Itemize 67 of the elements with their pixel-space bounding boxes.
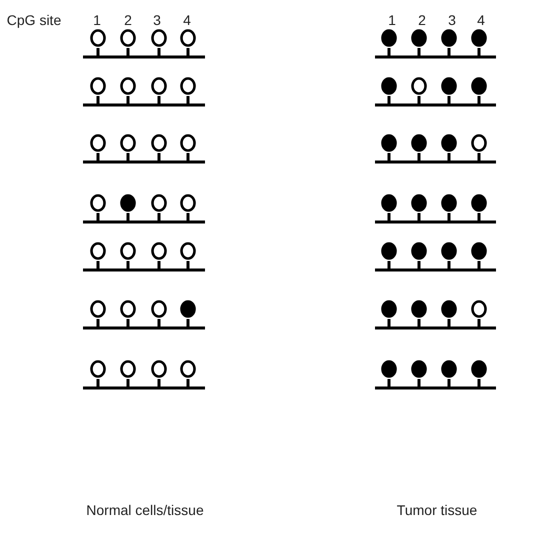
unmethylated-site-circle xyxy=(119,359,137,379)
methylated-site-dot xyxy=(440,133,458,153)
unmethylated-site-circle xyxy=(150,193,168,213)
site-number: 2 xyxy=(124,12,132,28)
unmethylated-site-circle xyxy=(470,133,488,153)
unmethylated-site-circle xyxy=(150,299,168,319)
unmethylated-site-circle xyxy=(150,359,168,379)
unmethylated-site-circle xyxy=(89,28,107,48)
methylated-site-dot xyxy=(470,359,488,379)
unmethylated-site-circle xyxy=(150,241,168,261)
methylated-site-dot xyxy=(440,299,458,319)
site-number: 2 xyxy=(418,12,426,28)
site-number: 1 xyxy=(388,12,396,28)
methylated-site-dot xyxy=(380,299,398,319)
methylated-site-dot xyxy=(440,28,458,48)
site-label: CpG site xyxy=(6,12,62,28)
unmethylated-site-circle xyxy=(119,133,137,153)
unmethylated-site-circle xyxy=(179,76,197,96)
methylated-site-dot xyxy=(410,299,428,319)
methylated-site-dot xyxy=(440,241,458,261)
methylated-site-dot xyxy=(410,193,428,213)
unmethylated-site-circle xyxy=(150,133,168,153)
site-number: 3 xyxy=(448,12,456,28)
unmethylated-site-circle xyxy=(119,241,137,261)
methylated-site-dot xyxy=(410,359,428,379)
methylated-site-dot xyxy=(380,359,398,379)
methylated-site-dot xyxy=(440,193,458,213)
methylated-site-dot xyxy=(470,28,488,48)
site-number: 1 xyxy=(93,12,101,28)
unmethylated-site-circle xyxy=(179,28,197,48)
unmethylated-site-circle xyxy=(89,133,107,153)
site-number: 3 xyxy=(153,12,161,28)
methylated-site-dot xyxy=(179,299,197,319)
unmethylated-site-circle xyxy=(119,28,137,48)
methylated-site-dot xyxy=(410,133,428,153)
unmethylated-site-circle xyxy=(150,28,168,48)
group-label: Tumor tissue xyxy=(396,502,478,518)
unmethylated-site-circle xyxy=(470,299,488,319)
unmethylated-site-circle xyxy=(179,133,197,153)
methylated-site-dot xyxy=(470,193,488,213)
unmethylated-site-circle xyxy=(119,299,137,319)
methylated-site-dot xyxy=(470,76,488,96)
unmethylated-site-circle xyxy=(410,76,428,96)
methylated-site-dot xyxy=(440,359,458,379)
methylated-site-dot xyxy=(440,76,458,96)
methylated-site-dot xyxy=(410,241,428,261)
unmethylated-site-circle xyxy=(119,76,137,96)
methylated-site-dot xyxy=(380,133,398,153)
unmethylated-site-circle xyxy=(89,299,107,319)
group-label: Normal cells/tissue xyxy=(86,502,204,518)
unmethylated-site-circle xyxy=(179,193,197,213)
site-number: 4 xyxy=(477,12,485,28)
methylated-site-dot xyxy=(119,193,137,213)
unmethylated-site-circle xyxy=(89,359,107,379)
methylated-site-dot xyxy=(470,241,488,261)
site-number: 4 xyxy=(183,12,191,28)
methylated-site-dot xyxy=(410,28,428,48)
unmethylated-site-circle xyxy=(89,193,107,213)
unmethylated-site-circle xyxy=(179,241,197,261)
unmethylated-site-circle xyxy=(179,359,197,379)
methylated-site-dot xyxy=(380,76,398,96)
unmethylated-site-circle xyxy=(89,241,107,261)
methylated-site-dot xyxy=(380,28,398,48)
unmethylated-site-circle xyxy=(89,76,107,96)
methylated-site-dot xyxy=(380,193,398,213)
unmethylated-site-circle xyxy=(150,76,168,96)
methylated-site-dot xyxy=(380,241,398,261)
